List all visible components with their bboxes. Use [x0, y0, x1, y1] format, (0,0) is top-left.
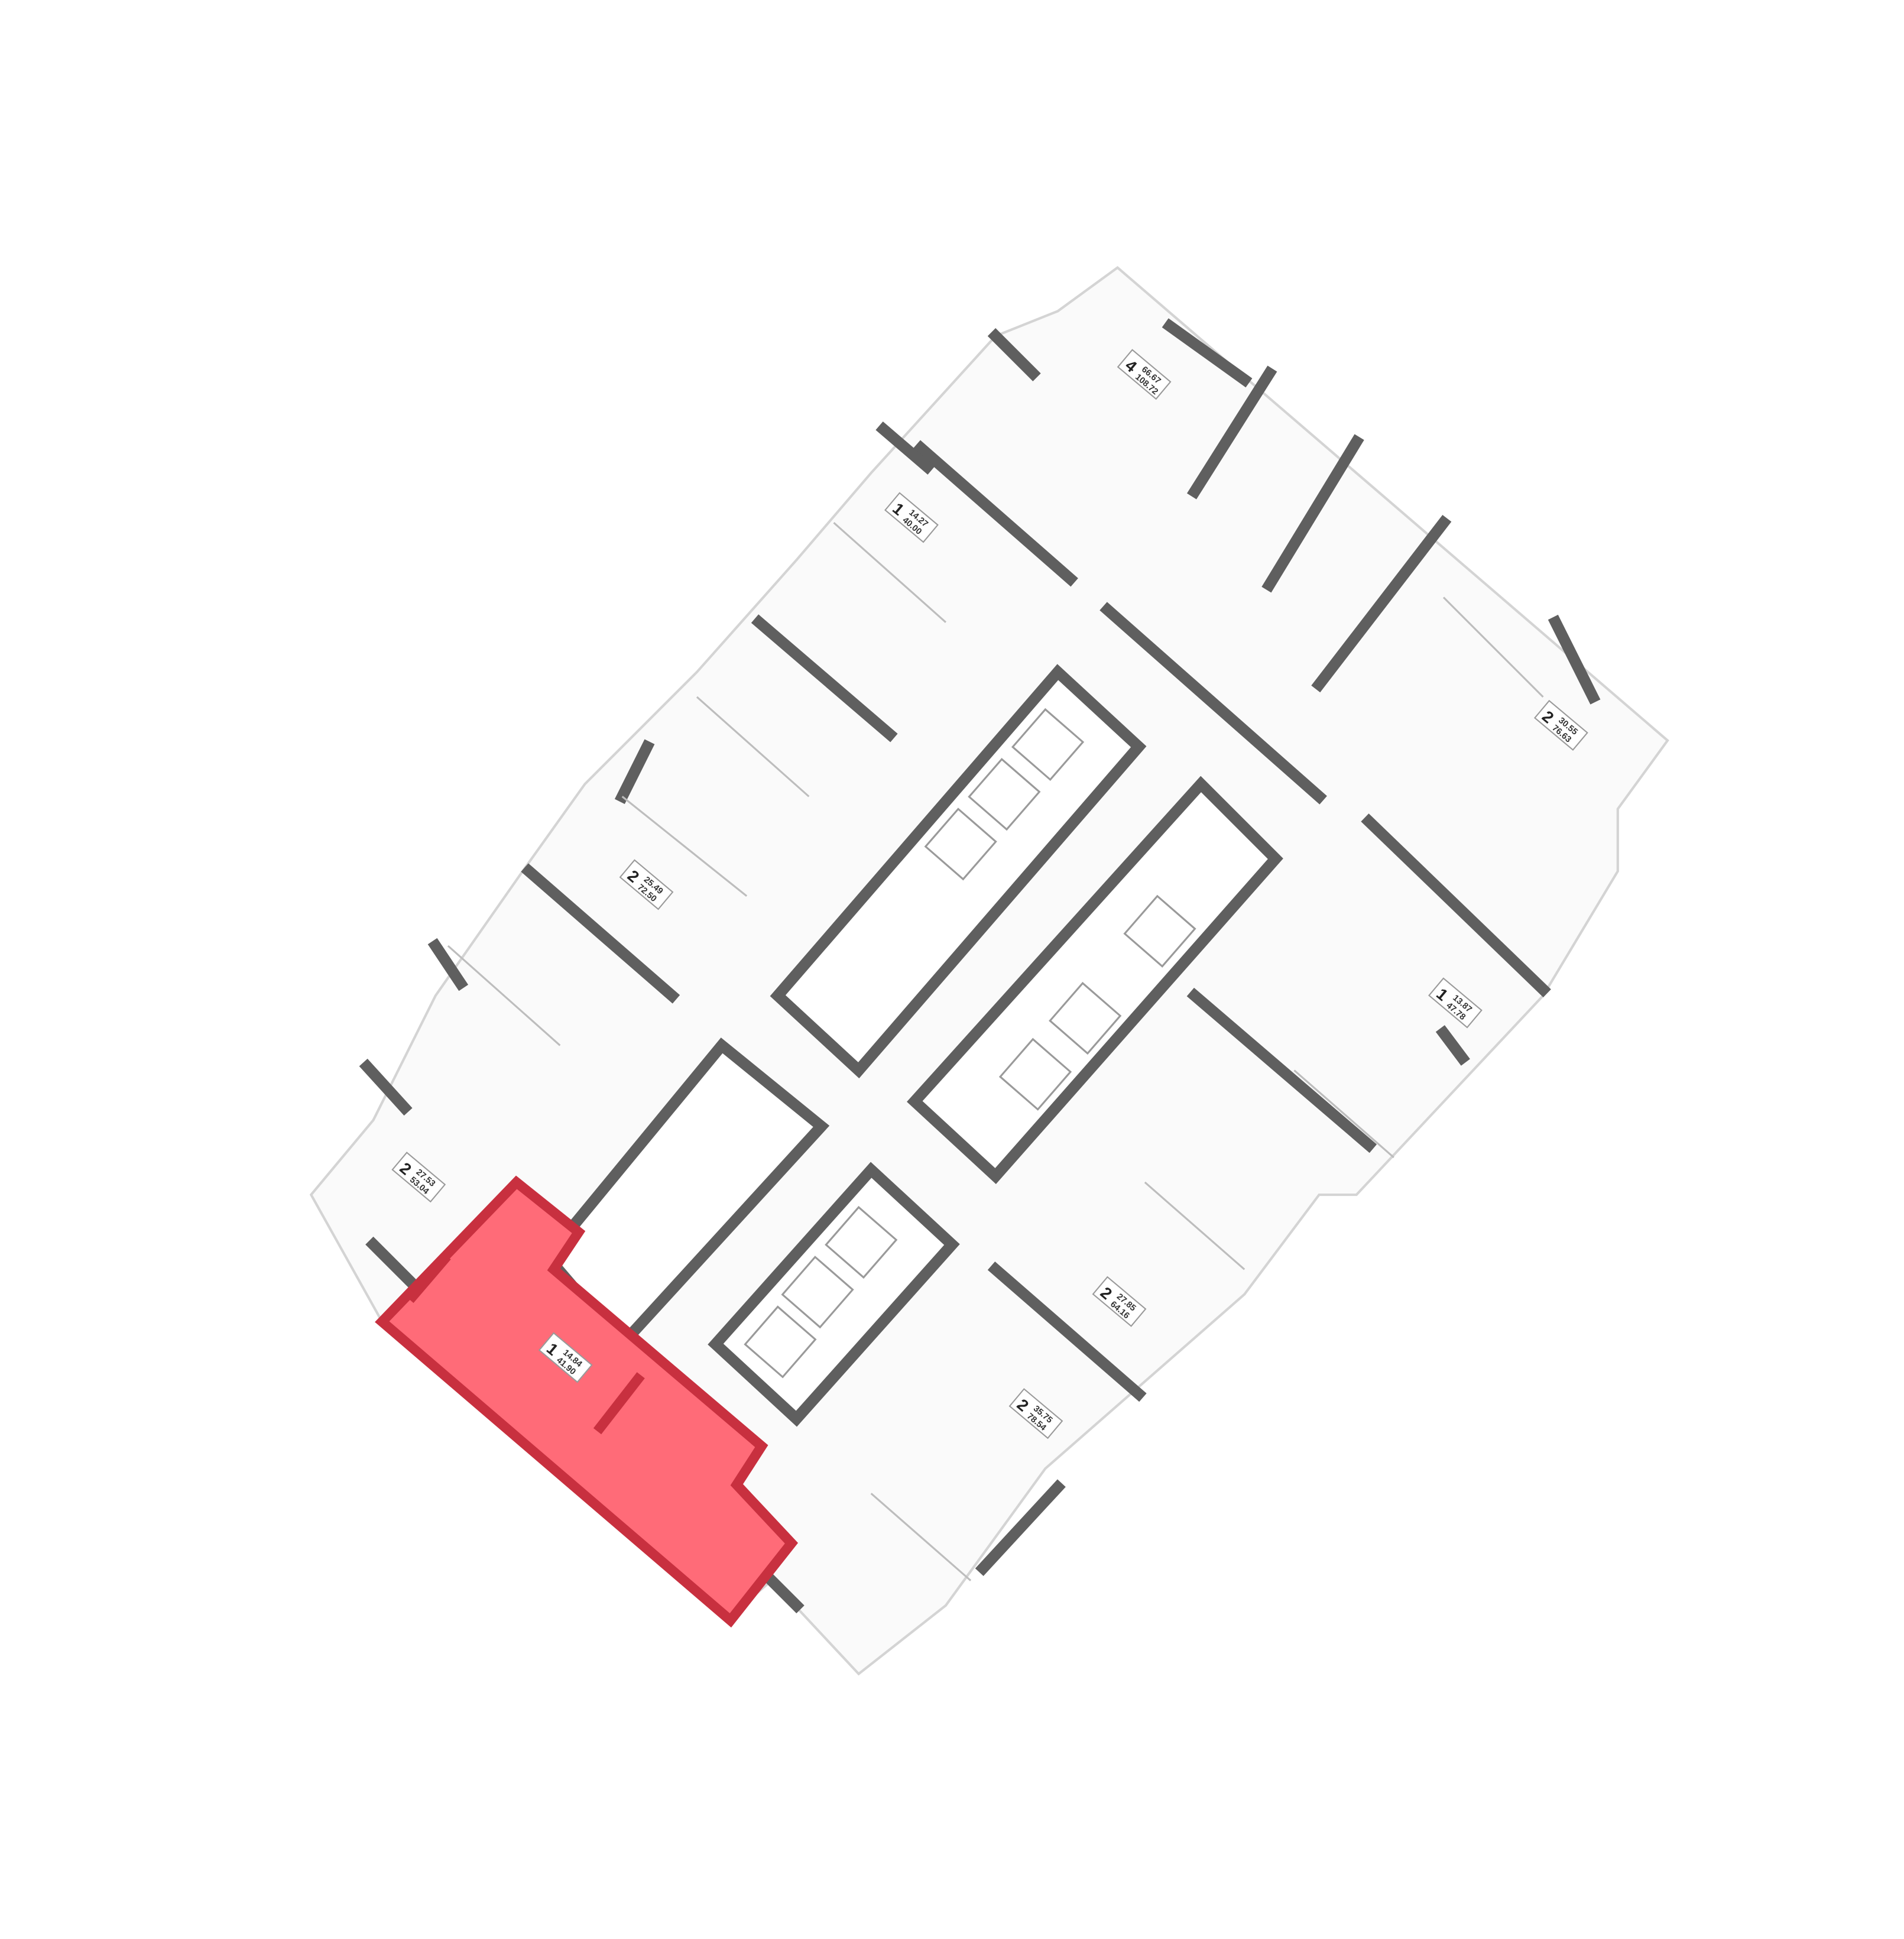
walls — [359, 318, 1601, 1614]
selected-apartment[interactable] — [375, 1175, 799, 1628]
building-outline — [309, 265, 1669, 1676]
label-box — [1117, 349, 1172, 400]
elevator-shafts — [744, 708, 1196, 1379]
apartment-labels: 466.67108.72114.2740.00225.4972.50227.53… — [391, 349, 1588, 1439]
elevator-core — [540, 664, 1283, 1427]
label-box — [538, 1332, 593, 1383]
label-box — [1008, 1388, 1063, 1439]
label-box — [619, 859, 674, 910]
thin-partitions — [447, 522, 1544, 1581]
label-box — [884, 492, 939, 543]
label-box — [1092, 1276, 1147, 1327]
label-box — [1533, 699, 1588, 751]
label-box — [391, 1152, 446, 1203]
label-box — [1428, 977, 1483, 1029]
